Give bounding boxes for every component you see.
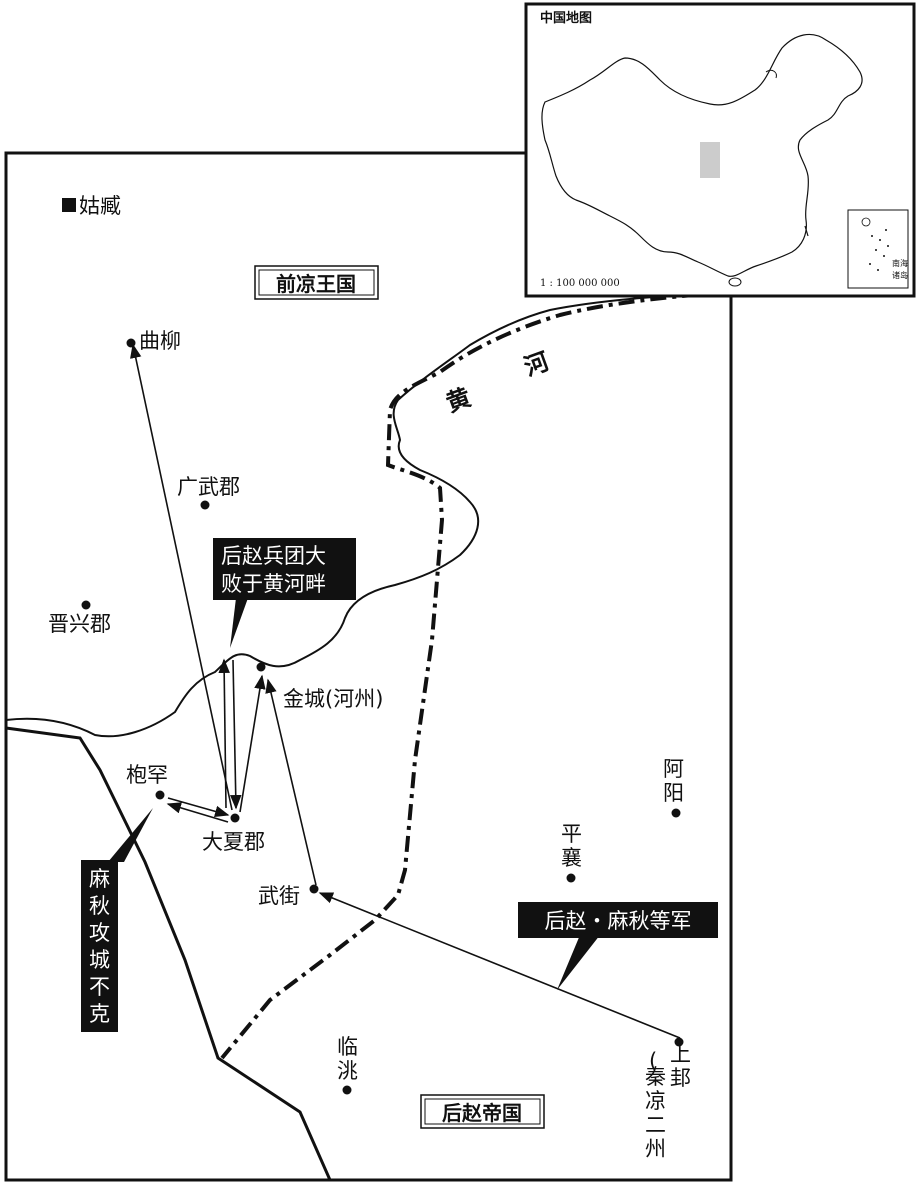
inset-scale: 1 : 100 000 000 [540, 278, 620, 289]
dot-wujie [309, 884, 319, 894]
svg-text:南海: 南海 [892, 258, 908, 268]
svg-text:阳: 阳 [663, 781, 684, 805]
inset-title: 中国地图 [540, 10, 592, 26]
svg-text:二: 二 [645, 1113, 666, 1137]
label-baohan: 枹罕 [126, 763, 168, 787]
svg-text:后赵・麻秋等军: 后赵・麻秋等军 [545, 909, 692, 933]
svg-text:邽: 邽 [670, 1066, 691, 1090]
dot-pingxiang [566, 873, 576, 883]
svg-text:麻: 麻 [89, 867, 110, 891]
dot-shanggui [674, 1037, 684, 1047]
label-jincheng: 金城(河州) [283, 687, 383, 711]
svg-text:后赵帝国: 后赵帝国 [442, 1101, 522, 1125]
label-linshao: 临 洮 [337, 1035, 358, 1083]
taiwan-outline [804, 225, 809, 237]
svg-text:攻: 攻 [89, 921, 110, 945]
highlight-region [700, 142, 720, 178]
march-arrows [130, 343, 681, 1039]
svg-text:(: ( [649, 1049, 657, 1073]
dot-guangwu [200, 500, 210, 510]
dot-linshao [342, 1085, 352, 1095]
svg-text:凉: 凉 [645, 1089, 666, 1113]
svg-text:败于黄河畔: 败于黄河畔 [221, 572, 326, 596]
south-sea-islands-box [847, 209, 909, 289]
label-pingxiang: 平 襄 [561, 822, 582, 870]
dot-baohan [155, 790, 165, 800]
label-shanggui: 上 邽 [670, 1042, 691, 1090]
svg-text:州: 州 [645, 1137, 666, 1161]
svg-text:不: 不 [89, 975, 110, 999]
map-frame [4, 151, 733, 1182]
label-jinxing: 晋兴郡 [48, 612, 111, 636]
region-later-zhao: 后赵帝国 [420, 1094, 545, 1129]
svg-text:城: 城 [89, 948, 110, 972]
dot-jincheng [256, 662, 266, 672]
callout-army: 后赵・麻秋等军 [518, 902, 718, 990]
label-guangwu: 广武郡 [177, 475, 240, 499]
town-dots [81, 338, 684, 1095]
svg-text:阿: 阿 [663, 757, 684, 781]
label-shanggui-note: ( 秦 凉 二 州 [645, 1049, 666, 1161]
label-daxia: 大夏郡 [202, 830, 265, 854]
region-former-liang: 前凉王国 [254, 265, 379, 300]
callout-siege: 麻 秋 攻 城 不 克 [81, 808, 153, 1032]
label-wujie: 武街 [258, 884, 300, 908]
svg-text:秋: 秋 [89, 894, 110, 918]
hainan-outline [728, 277, 742, 287]
dot-jinxing [81, 600, 91, 610]
capital-square-icon [62, 198, 76, 212]
dot-quliu [126, 338, 136, 348]
label-quliu: 曲柳 [139, 329, 181, 353]
label-ayang: 阿 阳 [663, 757, 684, 805]
frontier-line [5, 726, 332, 1181]
svg-text:平: 平 [561, 822, 582, 846]
svg-text:克: 克 [89, 1002, 110, 1026]
svg-text:上: 上 [670, 1042, 691, 1066]
inset-china-map: 中国地图 南海 诸岛 1 : 100 000 000 [524, 2, 916, 298]
svg-text:洮: 洮 [337, 1059, 358, 1083]
callout-defeat: 后赵兵团大 败于黄河畔 [213, 538, 356, 648]
svg-text:秦: 秦 [645, 1065, 666, 1089]
dot-daxia [230, 813, 240, 823]
svg-text:诸岛: 诸岛 [892, 270, 908, 280]
border-lines [220, 290, 731, 1060]
svg-text:前凉王国: 前凉王国 [276, 272, 356, 296]
svg-text:襄: 襄 [561, 846, 582, 870]
label-guzang: 姑臧 [79, 194, 121, 218]
svg-text:临: 临 [337, 1035, 358, 1059]
dot-ayang [671, 808, 681, 818]
yellow-river [5, 291, 731, 738]
svg-text:后赵兵团大: 后赵兵团大 [221, 544, 326, 568]
china-outline [541, 33, 863, 277]
